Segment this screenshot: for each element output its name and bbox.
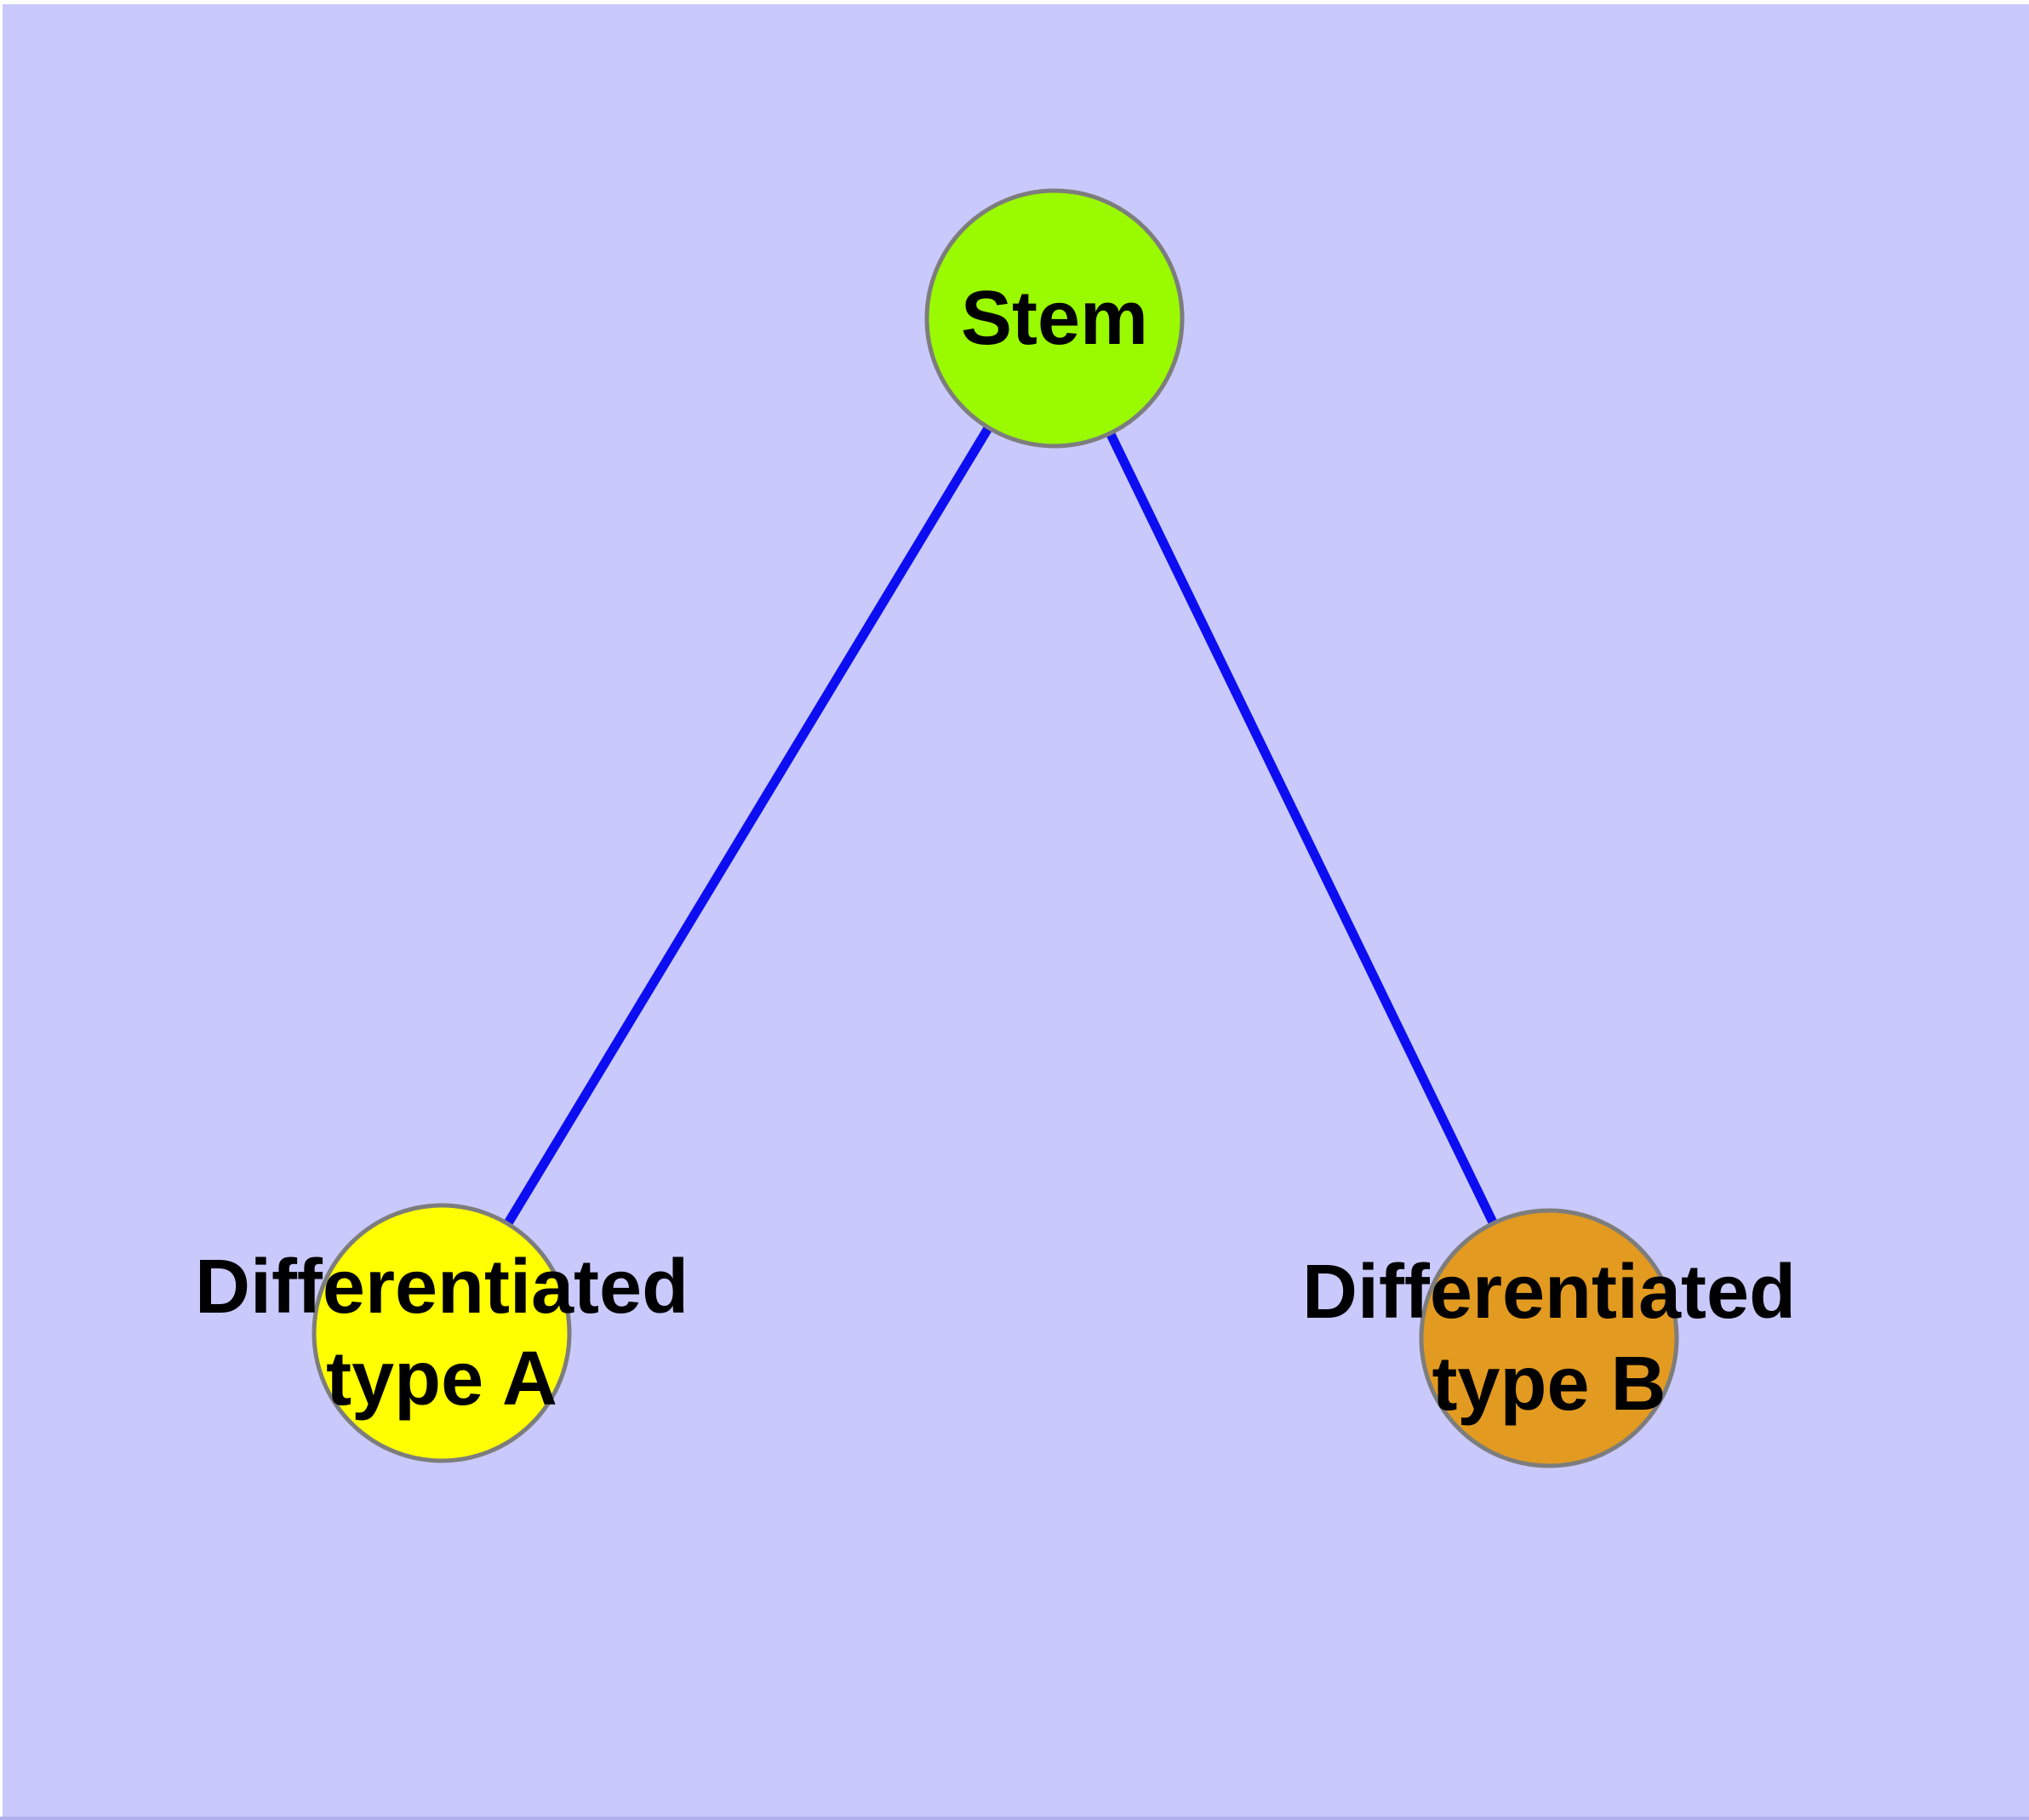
- nodes: [311, 188, 1679, 1468]
- node-stem-circle: [924, 188, 1185, 449]
- canvas-bottom-edge: [0, 1817, 2029, 1820]
- node-differentiated-type-b-circle: [1419, 1208, 1679, 1468]
- node-stem-label: Stem: [960, 276, 1149, 361]
- edges: [437, 316, 1553, 1341]
- edge-stem-to-type-a: [437, 316, 1059, 1336]
- node-differentiated-type-a-label: Differentiated type A: [194, 1245, 689, 1422]
- node-differentiated-type-a-circle: [311, 1203, 572, 1463]
- node-differentiated-type-b-label: Differentiated type B: [1301, 1250, 1797, 1427]
- edge-stem-to-type-b: [1050, 316, 1553, 1341]
